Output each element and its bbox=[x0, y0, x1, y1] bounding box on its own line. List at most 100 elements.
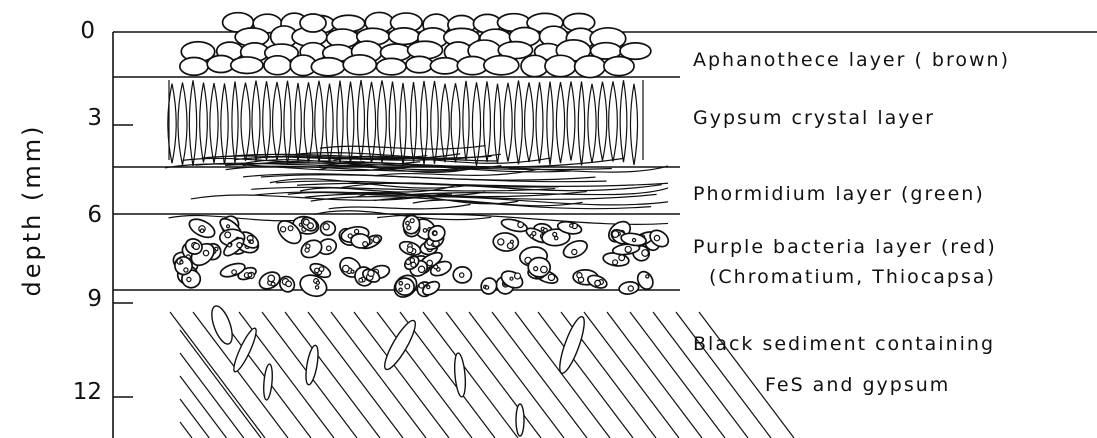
gypsum-crystal bbox=[630, 84, 637, 165]
gypsum-crystal bbox=[347, 82, 354, 163]
phormidium-filament bbox=[320, 146, 486, 150]
gypsum-crystal bbox=[567, 82, 575, 161]
bacterium-inclusion bbox=[633, 239, 636, 242]
bacterium-inclusion bbox=[410, 258, 414, 262]
gypsum-lens bbox=[555, 314, 589, 375]
gypsum-lens bbox=[304, 344, 321, 385]
bacterium-inclusion bbox=[237, 243, 242, 248]
bacterium-inclusion bbox=[577, 273, 582, 278]
bacterium-inclusion bbox=[628, 286, 633, 291]
gypsum-crystal bbox=[189, 80, 196, 166]
tick-label-12: 12 bbox=[73, 379, 102, 405]
aphanothece-cell bbox=[231, 57, 263, 74]
aphanothece-cell bbox=[430, 58, 459, 74]
bacterium-inclusion bbox=[363, 242, 368, 247]
gypsum-lens bbox=[230, 326, 259, 374]
bacterium-inclusion bbox=[306, 244, 310, 248]
aphanothece-cell bbox=[300, 14, 326, 32]
sediment-hatch bbox=[308, 312, 403, 438]
bacterium-inclusion bbox=[548, 274, 554, 280]
gypsum-crystal bbox=[620, 80, 627, 162]
sediment-hatch bbox=[607, 312, 702, 438]
bacterium-inclusion bbox=[613, 260, 618, 265]
bacterium-inclusion bbox=[510, 277, 513, 280]
bacterium-inclusion bbox=[595, 280, 601, 286]
bacterium-inclusion bbox=[227, 225, 230, 228]
gypsum-crystal bbox=[241, 83, 250, 161]
purple-bacterium bbox=[500, 217, 528, 234]
bacterium-inclusion bbox=[460, 273, 464, 277]
gypsum-crystal bbox=[463, 81, 469, 161]
bacterium-inclusion bbox=[288, 226, 293, 231]
gypsum-crystal bbox=[326, 84, 333, 164]
sediment-hatch bbox=[630, 312, 725, 438]
gypsum-crystal bbox=[315, 81, 323, 162]
sediment-hatch bbox=[180, 399, 209, 438]
gypsum-crystal bbox=[263, 81, 271, 160]
gypsum-crystal bbox=[588, 84, 596, 163]
gypsum-crystal bbox=[358, 80, 365, 160]
aphanothece-cell bbox=[180, 57, 208, 75]
bacterium-inclusion bbox=[612, 231, 619, 238]
gypsum-crystal bbox=[378, 80, 387, 162]
bacterium-inclusion bbox=[406, 221, 410, 225]
bacterium-inclusion bbox=[410, 219, 414, 223]
bacterium-inclusion bbox=[225, 232, 231, 238]
bacterium-inclusion bbox=[286, 281, 292, 287]
aphanothece-cell bbox=[343, 55, 376, 75]
bacterium-inclusion bbox=[433, 231, 437, 235]
bacterium-inclusion bbox=[555, 236, 558, 239]
bacterium-inclusion bbox=[271, 282, 275, 286]
layer-label-purple-genera: (Chromatium, Thiocapsa) bbox=[709, 266, 996, 288]
aphanothece-cell bbox=[575, 56, 606, 78]
layer-label-black-line2: FeS and gypsum bbox=[765, 374, 950, 396]
gypsum-crystal bbox=[515, 81, 523, 165]
bacterium-inclusion bbox=[187, 277, 191, 281]
depth-axis-title: depth (mm) bbox=[18, 124, 46, 297]
bacterium-inclusion bbox=[250, 240, 253, 243]
bacterium-inclusion bbox=[248, 273, 252, 277]
bacterium-inclusion bbox=[359, 278, 363, 282]
layer-label-purple: Purple bacteria layer (red) bbox=[693, 236, 997, 258]
aphanothece-cell bbox=[545, 55, 576, 76]
gypsum-crystal bbox=[221, 84, 228, 165]
bacterium-inclusion bbox=[303, 219, 309, 225]
gypsum-crystal bbox=[210, 83, 218, 163]
bacterium-inclusion bbox=[570, 224, 573, 227]
bacterium-inclusion bbox=[232, 270, 237, 275]
bacterium-inclusion bbox=[368, 270, 374, 276]
bacterium-inclusion bbox=[319, 267, 324, 272]
aphanothece-cell bbox=[484, 56, 519, 75]
bacterium-inclusion bbox=[407, 226, 411, 230]
gypsum-crystal bbox=[536, 82, 543, 163]
bacterium-inclusion bbox=[268, 275, 275, 282]
tick-label-0: 0 bbox=[80, 18, 95, 44]
layer-label-phormidium: Phormidium layer (green) bbox=[693, 183, 985, 205]
sediment-hatch bbox=[515, 312, 610, 438]
sediment-hatch bbox=[180, 422, 192, 438]
gypsum-crystal bbox=[367, 82, 375, 163]
gypsum-lens bbox=[516, 404, 524, 436]
gypsum-crystal bbox=[504, 83, 512, 162]
aphanothece-cell bbox=[264, 56, 291, 75]
bacterium-inclusion bbox=[646, 275, 649, 278]
bacterium-inclusion bbox=[532, 232, 536, 236]
gypsum-crystal bbox=[441, 84, 450, 163]
layer-label-aphanothece: Aphanothece layer ( brown) bbox=[693, 49, 1010, 71]
aphanothece-cell bbox=[604, 57, 634, 76]
purple-bacterium bbox=[492, 232, 519, 252]
gypsum-lens bbox=[208, 303, 237, 346]
gypsum-crystal bbox=[472, 82, 480, 165]
bacterium-inclusion bbox=[418, 266, 424, 272]
bacterium-inclusion bbox=[355, 229, 359, 233]
bacterium-inclusion bbox=[193, 243, 199, 249]
gypsum-crystal bbox=[273, 82, 282, 160]
bacterium-inclusion bbox=[642, 250, 649, 257]
gypsum-lens bbox=[453, 353, 467, 398]
bacterium-inclusion bbox=[180, 261, 183, 264]
aphanothece-cell bbox=[376, 58, 406, 74]
gypsum-crystal bbox=[295, 83, 302, 162]
layer-label-gypsum: Gypsum crystal layer bbox=[693, 107, 935, 129]
